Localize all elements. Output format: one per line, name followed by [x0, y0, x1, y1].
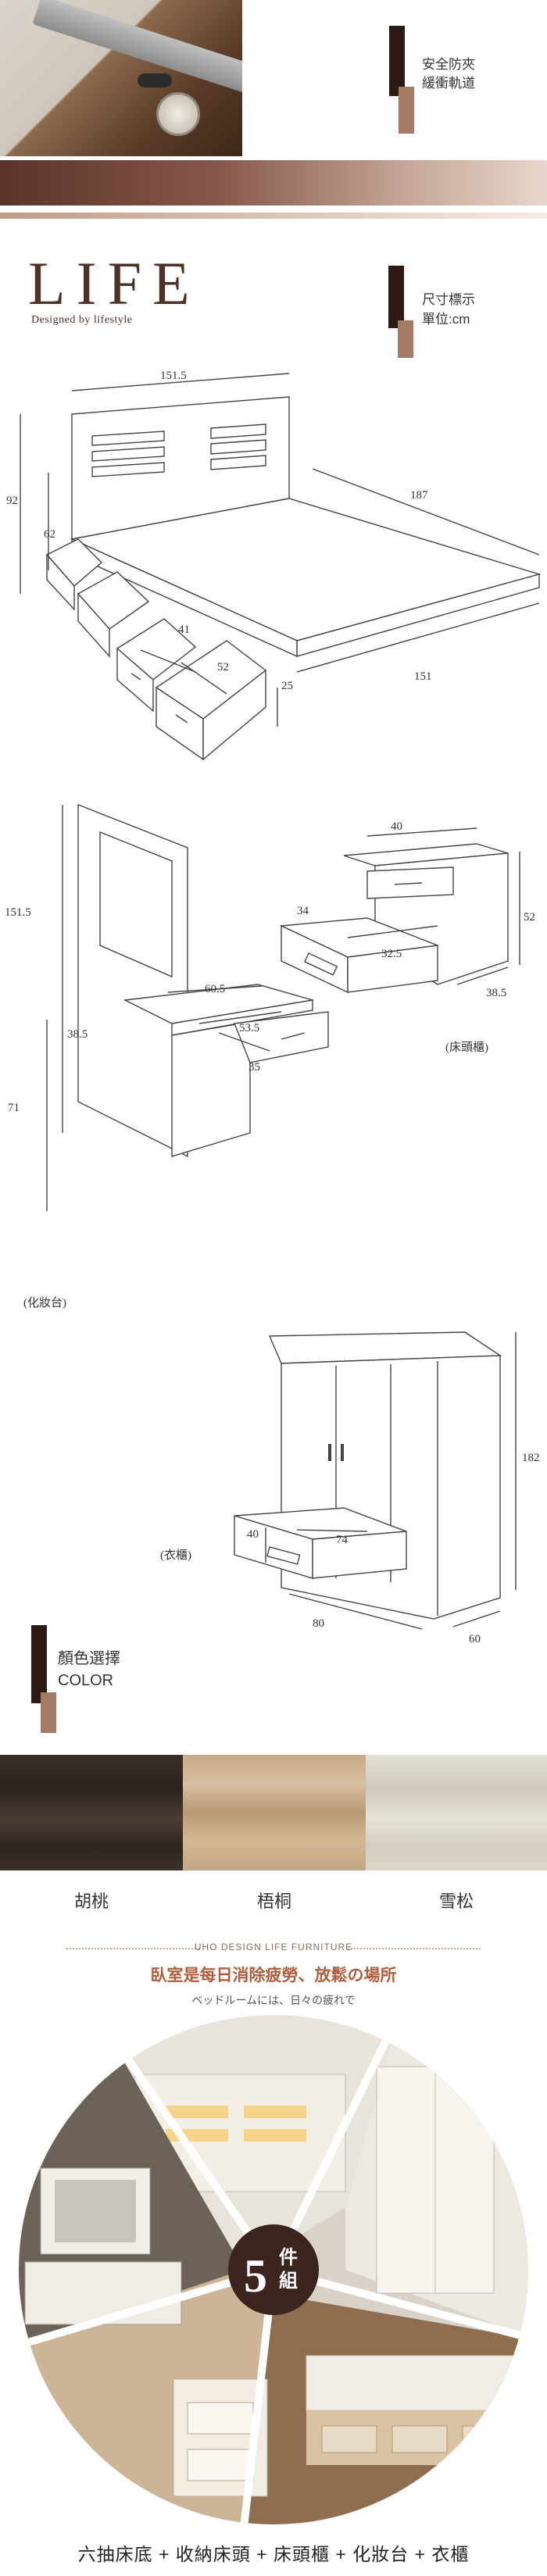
swatch-cedar-label: 雪松	[438, 1892, 474, 1911]
color-tag-mark	[31, 1625, 63, 1735]
bed-length: 187	[410, 489, 428, 502]
vanity-height: 151.5	[5, 906, 31, 919]
brand-text: UHO DESIGN LIFE FURNITURE	[194, 1942, 353, 1953]
wardrobe-drawer-width: 74	[336, 1534, 349, 1546]
bed-headboard-width: 151.5	[160, 370, 187, 382]
swatch-cedar[interactable]	[366, 1755, 547, 1870]
dimension-title: 尺寸標示	[422, 292, 475, 307]
vanity-depth: 38.5	[67, 1028, 88, 1041]
safety-tag-mark	[389, 26, 420, 135]
badge-unit-line2: 組	[279, 2270, 298, 2292]
bed-drawer-height: 25	[281, 680, 293, 692]
swatch-sycamore[interactable]	[183, 1755, 366, 1870]
color-subtitle: COLOR	[58, 1672, 114, 1689]
safety-section: 安全防夾 緩衝軌道	[0, 0, 547, 156]
five-piece-badge	[228, 2224, 319, 2315]
brand-line-right	[348, 1948, 481, 1949]
vanity-table-height: 71	[8, 1102, 20, 1114]
vanity-label: (化妝台)	[23, 1296, 66, 1309]
wardrobe-drawer-height: 40	[247, 1528, 259, 1541]
vanity-nightstand-diagram: 151.5 60.5 38.5 53.5 35 71 (化妝台) 40 52 3…	[5, 803, 535, 1309]
nightstand-drawer-depth: 34	[297, 905, 309, 917]
nightstand-label: (床頭櫃)	[445, 1041, 488, 1054]
bed-drawer-depth: 52	[217, 661, 229, 673]
nightstand-height: 52	[524, 911, 535, 924]
wardrobe-label: (衣櫃)	[160, 1549, 191, 1562]
bed-headboard-height: 62	[44, 528, 55, 541]
bed-diagram: 151.5 187 92 62 41 52 25 151	[6, 370, 542, 761]
nightstand-width: 40	[391, 820, 402, 833]
color-title: 顏色選擇	[58, 1650, 120, 1667]
badge-unit-line1: 件	[279, 2247, 298, 2268]
wardrobe-depth: 60	[469, 1633, 481, 1645]
swatch-walnut[interactable]	[0, 1755, 183, 1870]
wardrobe-height: 182	[522, 1452, 540, 1464]
wardrobe-width: 80	[313, 1617, 324, 1630]
life-subtitle: Designed by lifestyle	[31, 314, 133, 326]
bundle-footer: 六抽床底 + 收納床頭 + 床頭櫃 + 化妝台 + 衣櫃	[77, 2544, 470, 2564]
nightstand-depth: 38.5	[486, 987, 506, 999]
life-logo: LIFE	[28, 249, 201, 317]
swatch-walnut-label: 胡桃	[73, 1892, 109, 1911]
promo-headline: 臥室是每日消除疲勞、放鬆の場所	[150, 1966, 397, 1985]
promo-subline: ベッドルームには、日々の疲れで	[191, 1994, 356, 2006]
bed-drawer-width: 41	[178, 623, 190, 636]
nightstand-drawer-width: 32.5	[381, 948, 402, 960]
dimension-tag-mark	[388, 266, 420, 359]
furniture-collage: 5 件 組	[19, 2015, 528, 2524]
rail-photo	[0, 0, 242, 156]
vanity-top-width: 60.5	[205, 983, 225, 995]
bed-height: 92	[6, 495, 18, 507]
brand-line-left	[66, 1948, 199, 1949]
divider-bars	[0, 156, 547, 219]
bed-base-width: 151	[414, 670, 432, 683]
safety-title-line2: 緩衝軌道	[422, 76, 475, 91]
badge-number: 5	[244, 2250, 267, 2302]
wardrobe-diagram: 182 40 74 (衣櫃) 80 60	[160, 1331, 540, 1645]
dimension-unit: 單位:cm	[422, 312, 470, 327]
vanity-drawer-width: 53.5	[239, 1022, 259, 1034]
safety-title-line1: 安全防夾	[422, 57, 475, 72]
vanity-drawer-depth: 35	[248, 1061, 260, 1074]
swatch-sycamore-label: 梧桐	[256, 1892, 291, 1911]
